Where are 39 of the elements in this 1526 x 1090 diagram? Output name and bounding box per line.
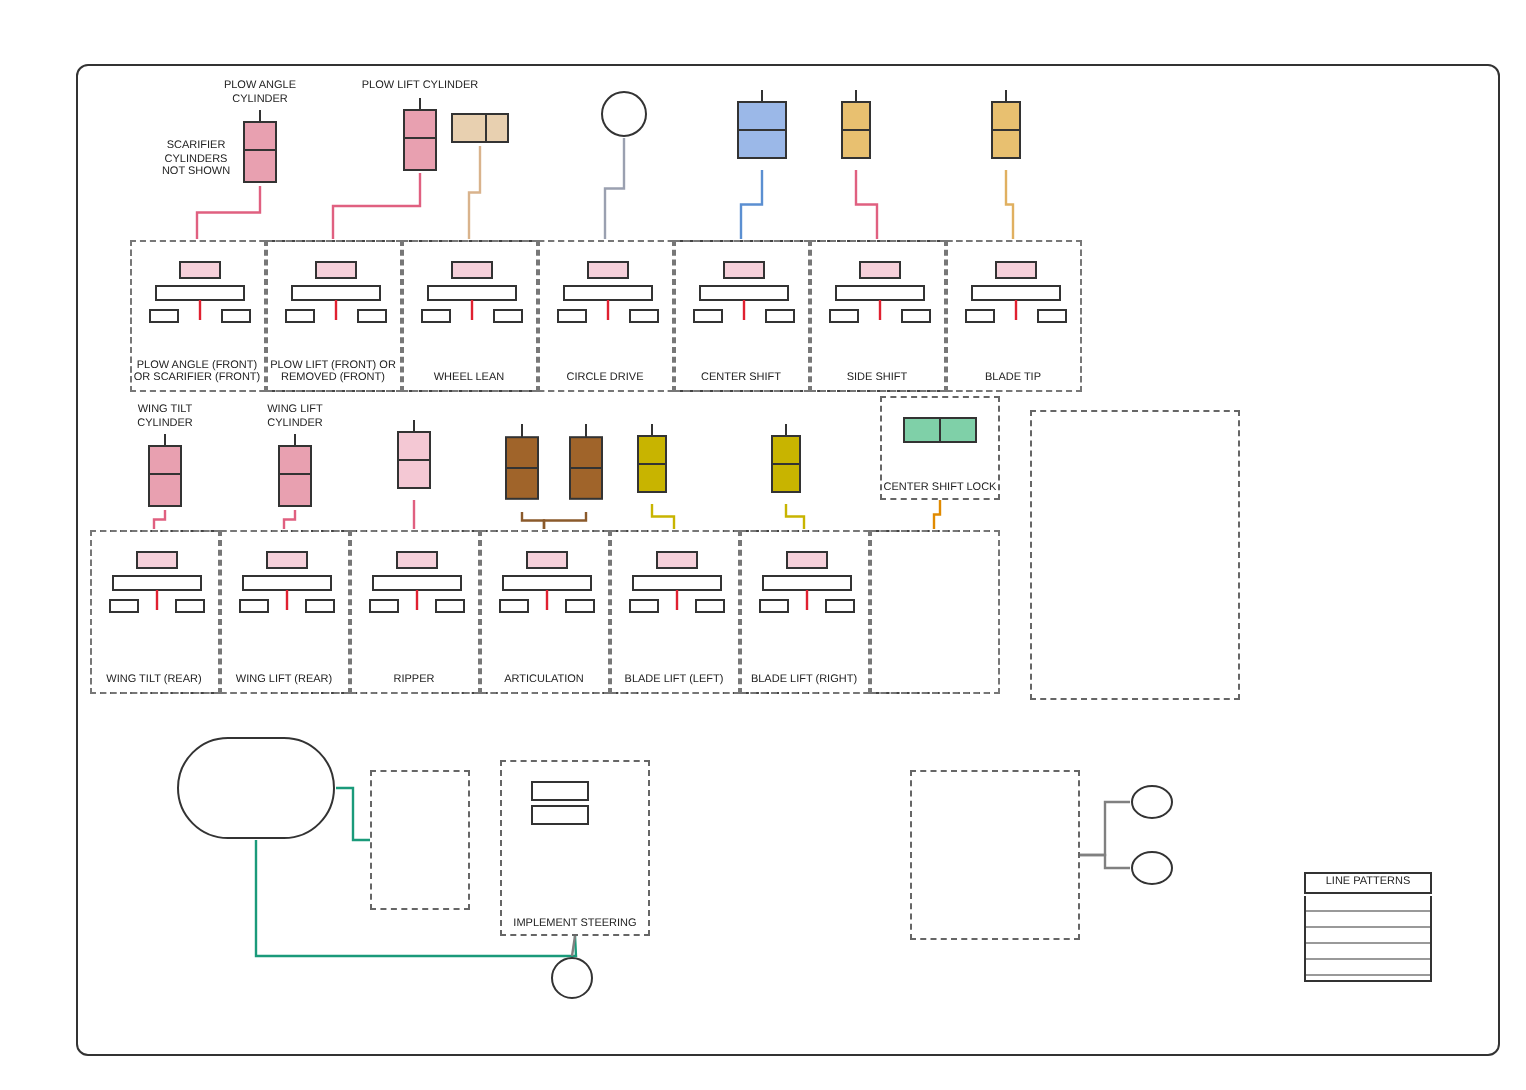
hydraulic-line	[603, 138, 626, 239]
hydraulic-line	[854, 170, 879, 239]
hydraulic-line	[1004, 170, 1015, 239]
hydraulic-line	[570, 935, 577, 957]
hydraulic-line	[542, 512, 588, 529]
valve-section	[479, 529, 609, 693]
hydraulic-line	[467, 146, 482, 239]
valve-bank-outline	[90, 530, 1000, 694]
component-group-outline	[1030, 410, 1240, 700]
valve-section	[869, 529, 999, 693]
hydraulic-line	[650, 504, 676, 529]
valve-section	[349, 529, 479, 693]
hydraulic-line	[282, 510, 297, 529]
hydraulic-line	[195, 186, 262, 239]
component-group-outline	[910, 770, 1080, 940]
component-group-outline	[500, 760, 650, 936]
hydraulic-line	[331, 173, 422, 239]
hydraulic-line	[784, 504, 806, 529]
valve-section	[609, 529, 739, 693]
valve-section	[739, 529, 869, 693]
hydraulic-line	[1080, 853, 1130, 870]
valve-section	[89, 529, 219, 693]
component-group-outline	[370, 770, 470, 910]
valve-section	[265, 239, 401, 391]
hydraulic-line	[739, 170, 764, 239]
hydraulic-line	[932, 500, 942, 529]
valve-section	[129, 239, 265, 391]
component-group-outline	[880, 396, 1000, 500]
hydraulic-line	[336, 786, 370, 842]
hydraulic-line	[254, 840, 578, 958]
valve-section	[219, 529, 349, 693]
valve-bank-outline	[130, 240, 1082, 392]
valve-section	[945, 239, 1081, 391]
valve-section	[809, 239, 945, 391]
hydraulic-line	[152, 510, 167, 529]
valve-section	[401, 239, 537, 391]
hydraulic-line	[412, 500, 416, 529]
valve-section	[537, 239, 673, 391]
valve-section	[673, 239, 809, 391]
